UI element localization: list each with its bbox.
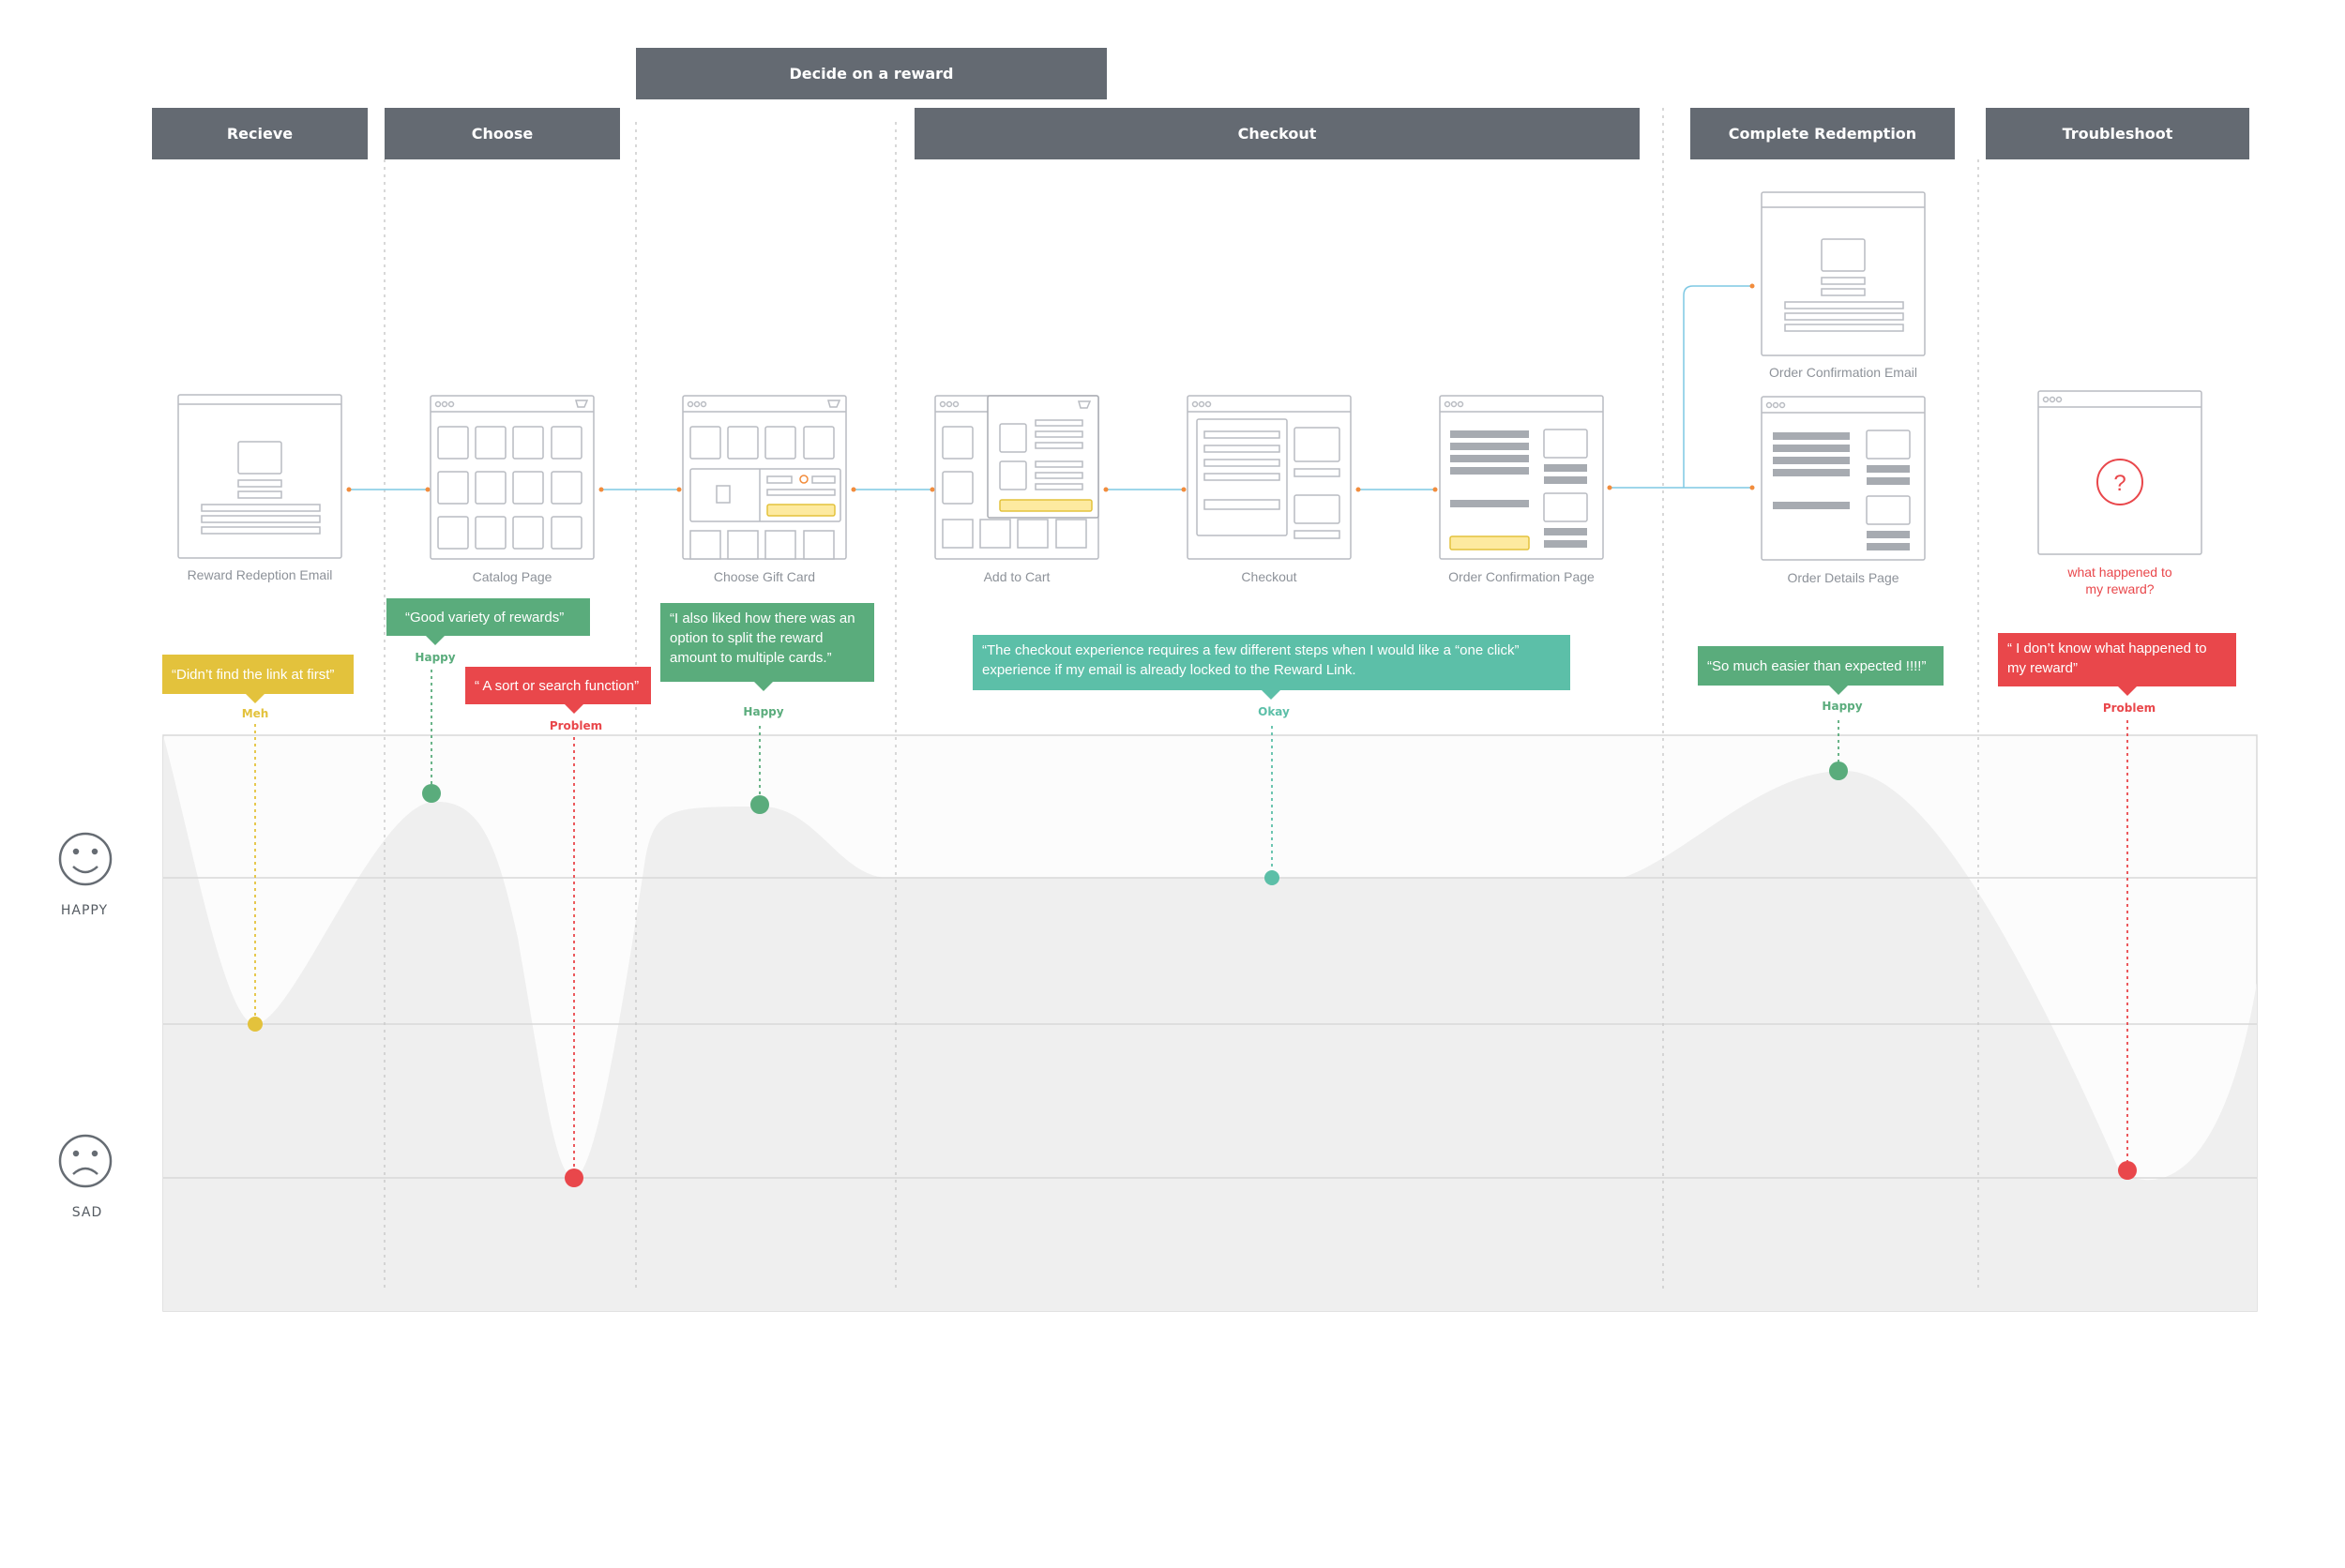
phase-troubleshoot: Troubleshoot bbox=[1986, 108, 2249, 159]
screen-choose-gift-card bbox=[682, 395, 847, 560]
tag-happy-split: Happy bbox=[743, 705, 784, 718]
quote-bubble-split: “I also liked how there was an option to… bbox=[660, 603, 874, 691]
tag-meh: Meh bbox=[241, 707, 269, 720]
screen-catalog-page bbox=[430, 395, 595, 560]
quote-bubble-trouble: “ I don’t know what happened to my rewar… bbox=[1998, 633, 2236, 696]
quote-bubble-easier: “So much easier than expected !!!!” bbox=[1698, 646, 1944, 695]
screen-order-confirmation-email bbox=[1761, 191, 1926, 356]
point-problem-trouble bbox=[2118, 1161, 2137, 1180]
point-happy-catalog bbox=[422, 784, 441, 803]
sad-face-icon bbox=[58, 1134, 113, 1188]
caption-troubleshoot: what happened to my reward? bbox=[2067, 565, 2172, 596]
screen-checkout bbox=[1187, 395, 1352, 560]
phase-receive: Recieve bbox=[152, 108, 368, 159]
screen-troubleshoot: ? bbox=[2037, 390, 2202, 555]
point-okay-checkout bbox=[1264, 870, 1279, 885]
svg-text:?: ? bbox=[2113, 471, 2126, 496]
screen-add-to-cart bbox=[934, 395, 1099, 560]
caption-order-confirmation-email: Order Confirmation Email bbox=[1769, 365, 1917, 380]
axis-label-sad: SAD bbox=[71, 1205, 103, 1220]
image-icon bbox=[237, 441, 282, 475]
tag-happy-complete: Happy bbox=[1822, 700, 1863, 713]
phase-decide-on-reward: Decide on a reward bbox=[636, 48, 1107, 99]
phase-complete-redemption: Complete Redemption bbox=[1690, 108, 1955, 159]
phase-choose: Choose bbox=[385, 108, 620, 159]
quote-bubble-variety: “Good variety of rewards” bbox=[386, 598, 590, 645]
caption-checkout: Checkout bbox=[1241, 569, 1297, 584]
question-icon bbox=[2096, 459, 2143, 505]
caption-add-to-cart: Add to Cart bbox=[983, 569, 1051, 584]
caption-order-details-page: Order Details Page bbox=[1787, 570, 1899, 585]
document-icon bbox=[716, 485, 731, 504]
caption-reward-email: Reward Redeption Email bbox=[187, 567, 333, 582]
pointer-lines bbox=[254, 670, 2128, 1174]
quote-bubble-search: “ A sort or search function” bbox=[465, 667, 651, 714]
axis-label-happy: HAPPY bbox=[60, 903, 109, 918]
caption-catalog-page: Catalog Page bbox=[472, 569, 552, 584]
screen-reward-email bbox=[177, 394, 342, 559]
quote-bubble-checkout: “The checkout experience requires a few … bbox=[973, 635, 1570, 700]
tag-problem-search: Problem bbox=[549, 719, 603, 732]
emotion-curve-area bbox=[163, 735, 2257, 1311]
caption-choose-gift-card: Choose Gift Card bbox=[713, 569, 816, 584]
screen-order-details-page bbox=[1761, 396, 1926, 561]
cart-icon bbox=[575, 400, 589, 408]
screen-order-confirmation-page bbox=[1439, 395, 1604, 560]
point-happy-split bbox=[750, 795, 769, 814]
caption-order-confirmation-page: Order Confirmation Page bbox=[1448, 569, 1595, 584]
phase-checkout: Checkout bbox=[915, 108, 1640, 159]
point-happy-complete bbox=[1829, 761, 1848, 780]
catalog-grid bbox=[437, 426, 582, 550]
quote-bubble-meh: “Didn’t find the link at first” bbox=[162, 655, 354, 703]
phase-dividers bbox=[384, 108, 1979, 1292]
happy-face-icon bbox=[58, 832, 113, 886]
tag-happy-catalog: Happy bbox=[415, 651, 456, 664]
point-problem-search bbox=[565, 1168, 583, 1187]
tag-problem-trouble: Problem bbox=[2102, 701, 2156, 715]
flow-arrow-dots bbox=[346, 283, 1755, 492]
point-meh bbox=[248, 1017, 263, 1032]
flow-connectors bbox=[349, 285, 1752, 490]
tag-okay-checkout: Okay bbox=[1258, 705, 1290, 718]
